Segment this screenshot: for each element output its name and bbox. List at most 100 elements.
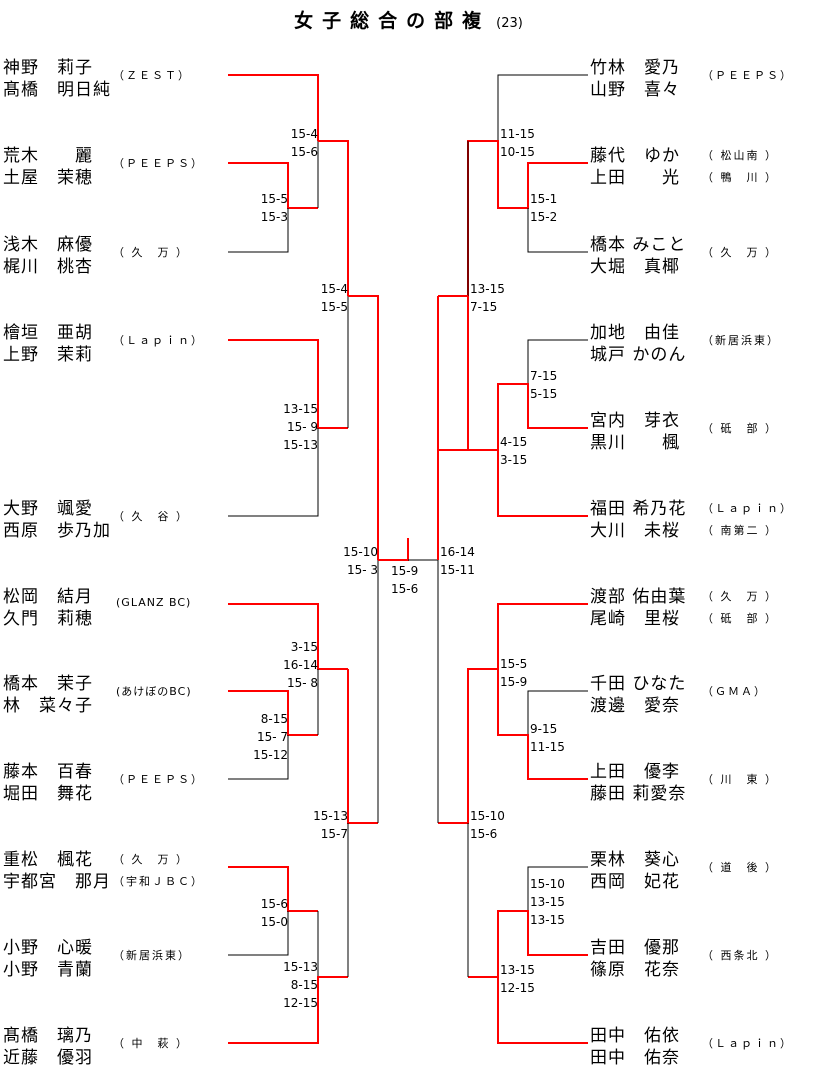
game-score: 15-10 (343, 545, 378, 559)
left-pair-9: 重松 楓花宇都宮 那月 (3, 849, 111, 893)
club-label: （ 川 東 ） (702, 773, 778, 786)
left-pair-3: 浅木 麻優梶川 桃杏 (3, 234, 93, 278)
game-score: 15-5 (500, 657, 528, 671)
player-name: 檜垣 亜胡 (3, 323, 93, 343)
player-name: 藤田 莉愛奈 (590, 784, 687, 804)
player-name: 加地 由佳 (590, 323, 680, 343)
player-name: 浅木 麻優 (3, 235, 93, 255)
player-name: 西原 歩乃加 (3, 521, 111, 541)
line-right-kuma (527, 208, 588, 253)
right-pair-9: 上田 優李藤田 莉愛奈 (590, 761, 686, 805)
line-right-peeps (497, 74, 588, 141)
line-left-kuma (228, 208, 289, 253)
game-score: 15-10 (470, 809, 505, 823)
line-right-dogo (527, 866, 588, 911)
player-name: 千田 ひなた (590, 674, 687, 694)
club-label: （ＰＥＥＰＳ） (113, 157, 204, 170)
club-label: （ＧＭＡ） (702, 685, 767, 698)
player-name: 小野 心暖 (3, 938, 93, 958)
line-right-kawahigashi (497, 669, 588, 780)
line-right-gma (527, 690, 588, 735)
game-score: 15-2 (530, 210, 558, 224)
game-score: 15-9 (500, 675, 528, 689)
club-label: （ 久 万 ） (113, 853, 189, 866)
game-score: 15-12 (253, 748, 288, 762)
player-name: 大野 颯愛 (3, 499, 93, 519)
player-name: 神野 莉子 (3, 58, 93, 78)
player-name: 渡部 佑由葉 (590, 587, 687, 607)
player-name: 髙橋 璃乃 (3, 1026, 93, 1046)
player-name: 城戸 かのん (590, 345, 687, 365)
game-score: 4-15 (500, 435, 528, 449)
player-name: 上田 光 (590, 168, 680, 188)
line-left-lapin (228, 339, 348, 429)
game-score: 8-15 (290, 978, 318, 992)
player-name: 渡邊 愛奈 (590, 696, 680, 716)
club-label: （ 久 谷 ） (113, 510, 189, 523)
right-pair-6: 福田 希乃花大川 未桜 (590, 498, 686, 542)
player-name: 大川 未桜 (590, 521, 680, 541)
left-pair-5: 大野 颯愛西原 歩乃加 (3, 498, 111, 542)
line-left-r2a-win (318, 140, 349, 296)
game-score: 16-14 (440, 545, 475, 559)
player-name: 宇都宮 那月 (3, 872, 111, 892)
game-score: 8-15 (260, 712, 288, 726)
club-label: （宇和ＪＢＣ） (113, 875, 204, 888)
right-pair-7: 渡部 佑由葉尾崎 里桜 (590, 586, 686, 630)
player-name: 藤本 百春 (3, 762, 93, 782)
club-label: （ 久 万 ） (113, 246, 189, 259)
right-pair-4: 加地 由佳城戸 かのん (590, 322, 686, 366)
line-right-lapin2 (468, 976, 588, 1044)
game-score: 7-15 (470, 300, 498, 314)
club-label: （Ｌａｐｉｎ） (702, 502, 793, 515)
game-score: 15-4 (320, 282, 348, 296)
club-label: （ 南第二 ） (702, 524, 778, 537)
line-left-kuma2 (228, 866, 318, 912)
game-score: 15-5 (260, 192, 288, 206)
left-pair-11: 髙橋 璃乃近藤 優羽 (3, 1025, 93, 1069)
game-score: 15- 8 (286, 676, 318, 690)
club-label: （ 久 万 ） (702, 590, 778, 603)
game-score: 7-15 (530, 369, 558, 383)
score-left-r3-a: 15-4 15-5 (321, 280, 348, 316)
player-name: 小野 青蘭 (3, 960, 93, 980)
player-name: 上野 茉莉 (3, 345, 93, 365)
right-pair-1: 竹林 愛乃山野 喜々 (590, 57, 680, 101)
left-pair-8: 藤本 百春堀田 舞花 (3, 761, 93, 805)
game-score: 13-15 (530, 895, 565, 909)
club-label: （ＰＥＥＰＳ） (702, 69, 793, 82)
club-label: （ＰＥＥＰＳ） (113, 773, 204, 786)
game-score: 15- 9 (286, 420, 318, 434)
player-name: 田中 佑依 (590, 1026, 680, 1046)
club-label: （Ｌａｐｉｎ） (113, 334, 204, 347)
club-label: （ 西条北 ） (702, 949, 778, 962)
game-score: 15-5 (320, 300, 348, 314)
game-score: 11-15 (500, 127, 535, 141)
player-name: 梶川 桃杏 (3, 257, 93, 277)
line-right-tobe (497, 383, 588, 450)
club-label: （ 中 萩 ） (113, 1037, 189, 1050)
game-score: 12-15 (500, 981, 535, 995)
game-score: 15-6 (391, 582, 419, 596)
player-name: 林 菜々子 (3, 696, 93, 716)
line-left-kutani (228, 428, 319, 517)
player-name: 尾崎 里桜 (590, 609, 680, 629)
line-left-r3a-win (348, 295, 379, 560)
player-name: 福田 希乃花 (590, 499, 687, 519)
left-pair-6: 松岡 結月久門 莉穂 (3, 586, 93, 630)
game-score: 15-9 (391, 564, 419, 578)
game-score: 9-15 (530, 722, 558, 736)
game-score: 15-13 (313, 809, 348, 823)
title-number: (23) (496, 16, 523, 31)
line-left-r3b-win (347, 669, 378, 824)
title-text: 女子総合の部複 (294, 10, 491, 32)
game-score: 13-15 (530, 913, 565, 927)
